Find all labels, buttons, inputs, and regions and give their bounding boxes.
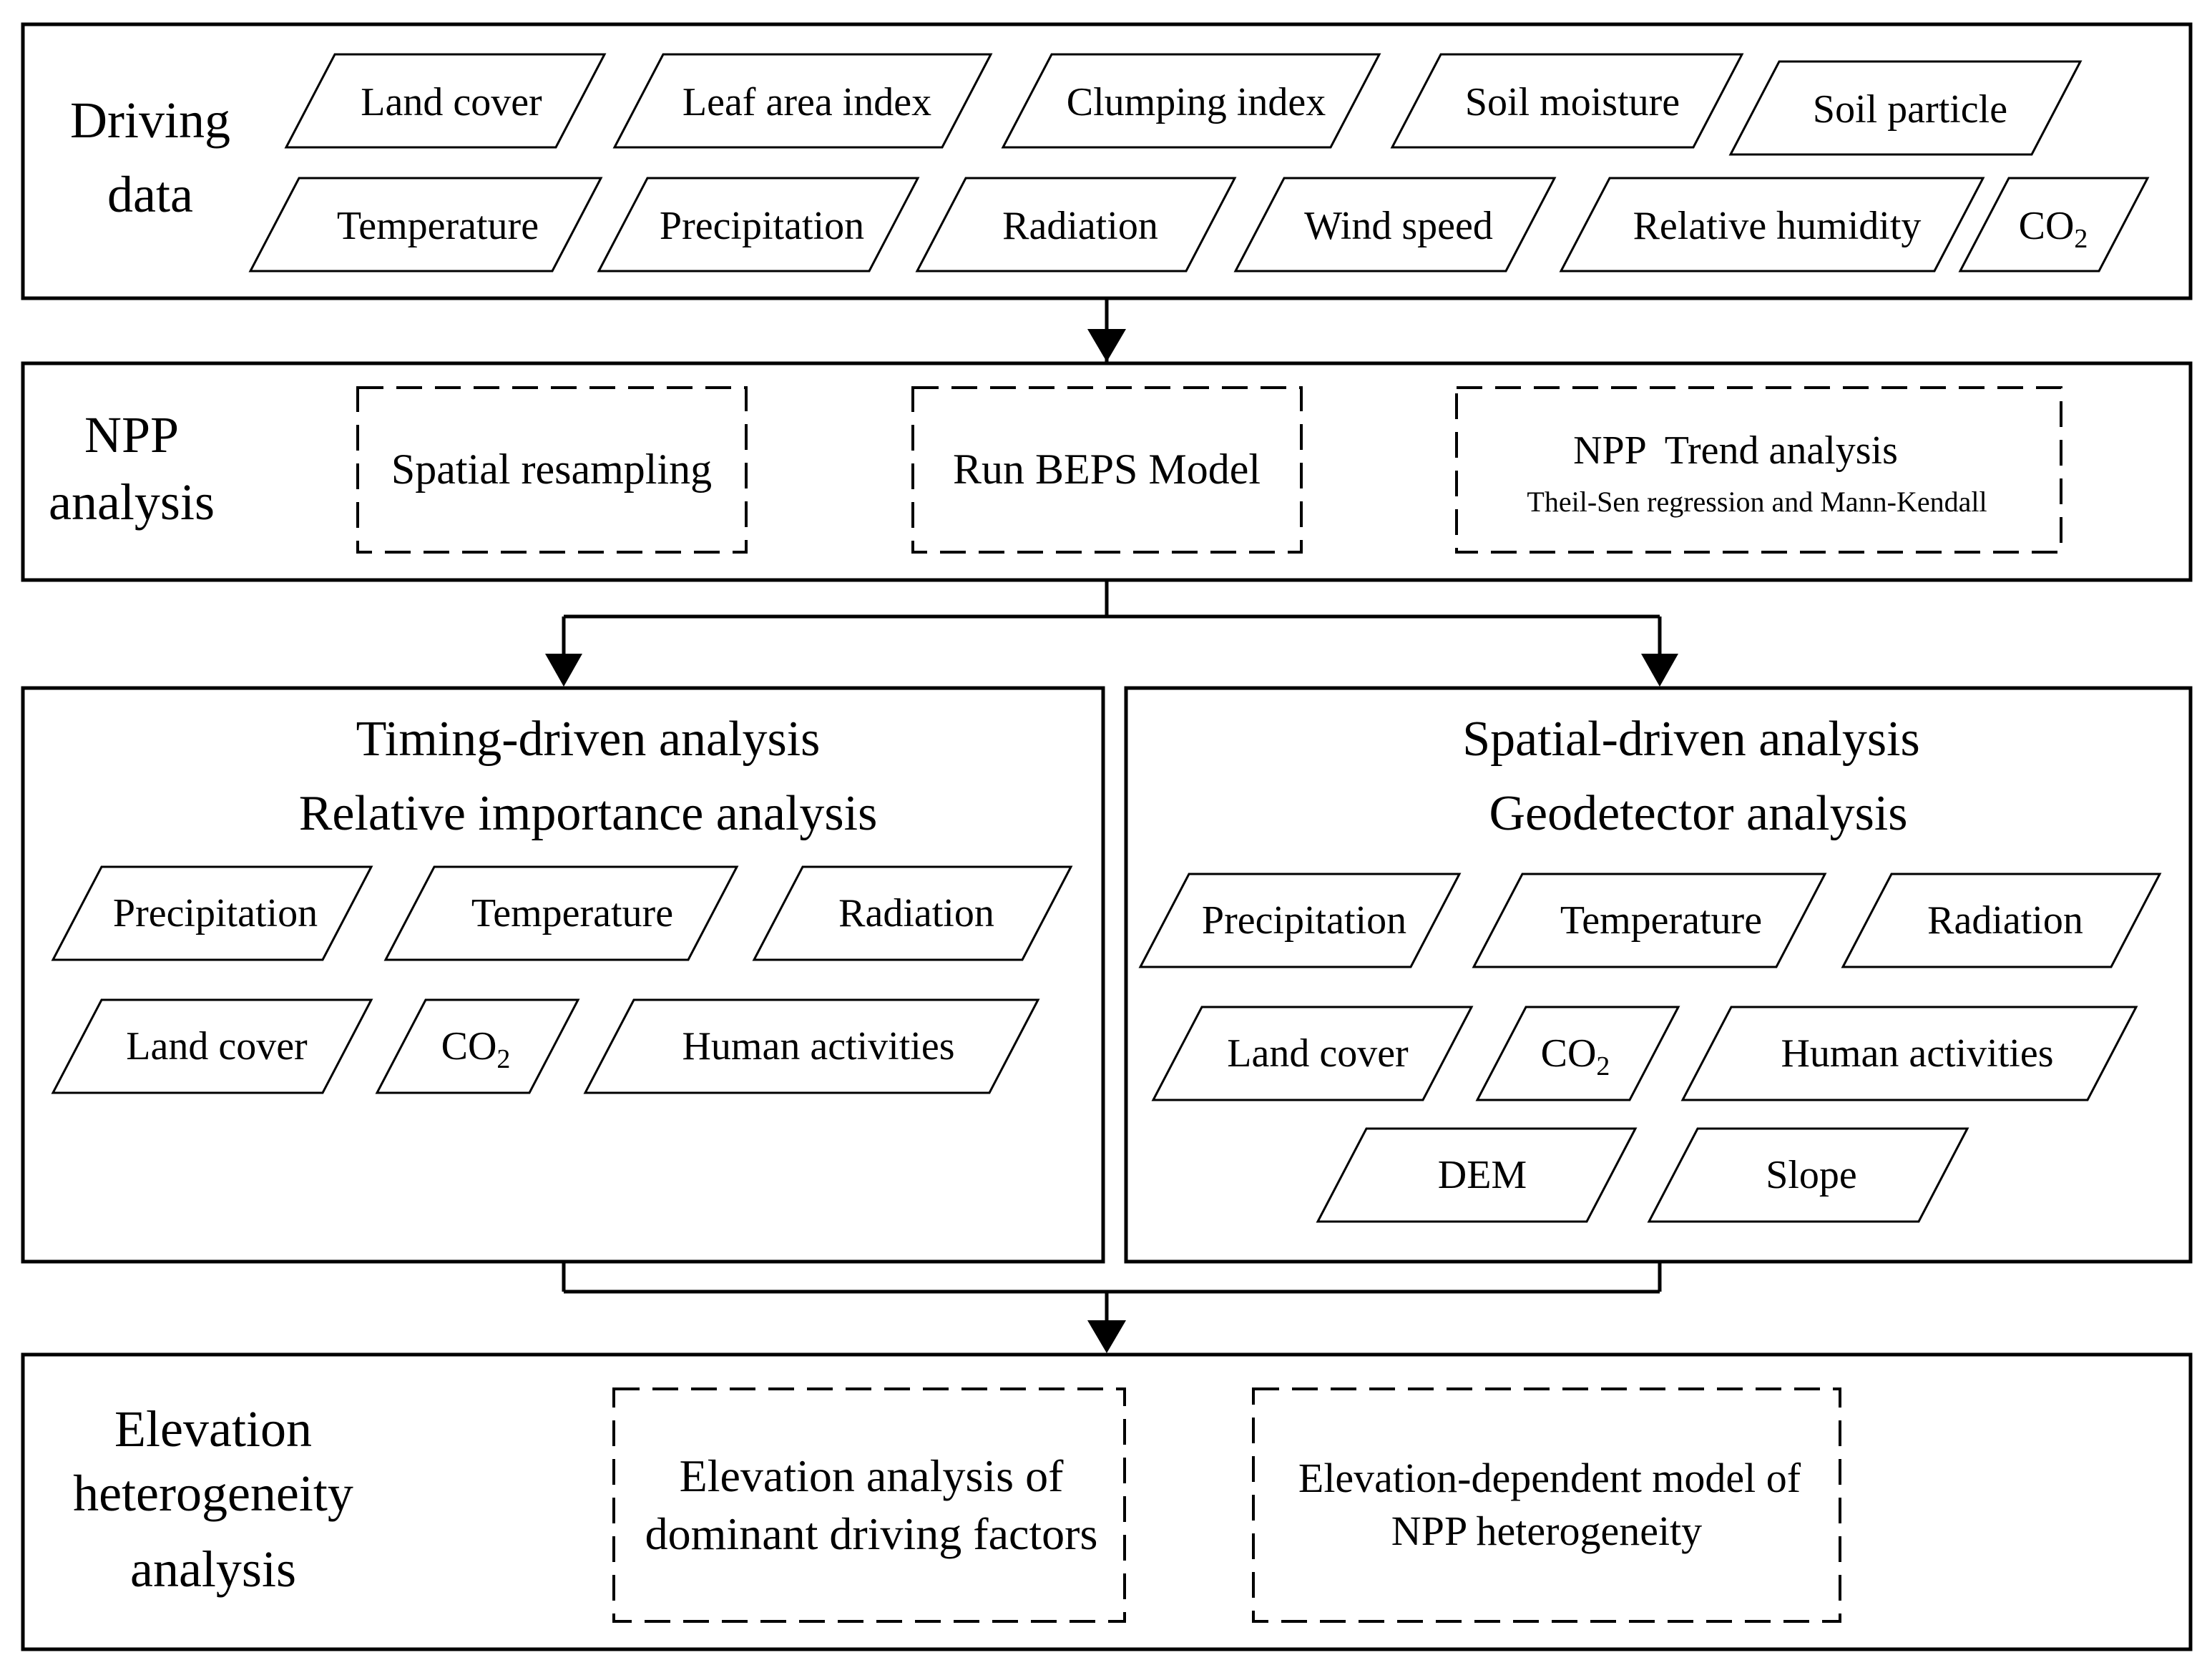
- timing-item-land-cover: Land cover: [51, 998, 373, 1094]
- elevation-title-line1: Elevation: [114, 1400, 312, 1458]
- elevation-title-line3: analysis: [130, 1541, 296, 1598]
- driving-data-section: Driving data Land cover Leaf area index …: [21, 22, 2193, 300]
- driving-item-clumping-index: Clumping index: [1001, 53, 1381, 149]
- driving-item-temperature: Temperature: [248, 177, 603, 272]
- arrowhead-to-elevation: [1087, 1320, 1126, 1353]
- run-beps-model-label: Run BEPS Model: [953, 446, 1261, 493]
- spatial-item-label: Temperature: [1560, 898, 1762, 943]
- elevation-section: Elevation heterogeneity analysis Elevati…: [21, 1352, 2193, 1651]
- npp-analysis-title-line2: analysis: [49, 473, 215, 531]
- timing-item-human-activities: Human activities: [583, 998, 1040, 1094]
- spatial-driven-section: Spatial-driven analysis Geodetector anal…: [1124, 686, 2193, 1264]
- driving-item-wind-speed: Wind speed: [1233, 177, 1557, 272]
- elevation-dominant-factors-line2: dominant driving factors: [645, 1508, 1098, 1559]
- spatial-item-label: Land cover: [1227, 1031, 1409, 1076]
- driving-item-leaf-area-index: Leaf area index: [612, 53, 993, 149]
- spatial-item-precipitation: Precipitation: [1138, 873, 1462, 968]
- arrowhead-to-timing: [545, 654, 582, 687]
- timing-item-precipitation: Precipitation: [51, 865, 373, 961]
- spatial-item-label: Precipitation: [1202, 898, 1406, 943]
- spatial-resampling-box: Spatial resampling: [356, 386, 748, 554]
- spatial-item-label: Slope: [1766, 1153, 1857, 1197]
- elevation-title-line2: heterogeneity: [73, 1465, 353, 1522]
- spatial-item-dem: DEM: [1316, 1127, 1638, 1223]
- spatial-item-land-cover: Land cover: [1151, 1006, 1474, 1101]
- driving-item-label: Wind speed: [1304, 204, 1493, 248]
- spatial-item-label: Human activities: [1781, 1031, 2053, 1076]
- arrowhead-to-spatial: [1641, 654, 1678, 687]
- driving-item-co2: CO2: [1958, 177, 2150, 272]
- timing-item-radiation: Radiation: [752, 865, 1073, 961]
- driving-item-label: Land cover: [361, 80, 542, 124]
- spatial-item-human-activities: Human activities: [1680, 1006, 2138, 1101]
- co2-label: CO2: [2019, 204, 2088, 254]
- driving-item-relative-humidity: Relative humidity: [1559, 177, 1985, 272]
- timing-item-temperature: Temperature: [383, 865, 739, 961]
- driving-item-label: Soil particle: [1813, 87, 2007, 132]
- driving-data-title-line1: Driving: [70, 92, 230, 149]
- driving-data-title-line2: data: [107, 166, 193, 223]
- elevation-frame: [21, 1352, 2193, 1651]
- timing-driven-section: Timing-driven analysis Relative importan…: [21, 686, 1105, 1264]
- driving-item-soil-particle: Soil particle: [1728, 60, 2083, 156]
- co2-label: CO2: [441, 1024, 511, 1074]
- elevation-dominant-factors-box: Elevation analysis of dominant driving f…: [612, 1387, 1126, 1623]
- driving-item-label: Soil moisture: [1465, 80, 1680, 124]
- spatial-item-slope: Slope: [1647, 1127, 1969, 1223]
- spatial-item-radiation: Radiation: [1841, 873, 2162, 968]
- timing-item-label: Precipitation: [113, 891, 318, 935]
- driving-item-label: Relative humidity: [1633, 204, 1922, 248]
- arrowhead-driving-to-npp: [1087, 329, 1126, 362]
- driving-item-radiation: Radiation: [915, 177, 1237, 272]
- timing-item-label: Land cover: [126, 1024, 308, 1069]
- relative-importance-title: Relative importance analysis: [299, 786, 878, 841]
- geodetector-title: Geodetector analysis: [1489, 786, 1907, 841]
- npp-trend-analysis-box: NPP Trend analysis Theil-Sen regression …: [1455, 386, 2062, 554]
- npp-trend-method-label: Theil-Sen regression and Mann-Kendall: [1527, 486, 1987, 518]
- driving-item-soil-moisture: Soil moisture: [1390, 53, 1744, 149]
- timing-item-label: Human activities: [682, 1024, 954, 1069]
- spatial-item-co2: CO2: [1475, 1006, 1680, 1101]
- spatial-item-label: Radiation: [1927, 898, 2083, 943]
- driving-item-land-cover: Land cover: [284, 53, 607, 149]
- npp-analysis-title-line1: NPP: [84, 406, 179, 463]
- driving-item-label: Clumping index: [1067, 80, 1326, 124]
- timing-item-label: Radiation: [838, 891, 994, 935]
- spatial-item-label: DEM: [1438, 1153, 1527, 1197]
- driving-item-precipitation: Precipitation: [597, 177, 920, 272]
- driving-item-label: Temperature: [337, 204, 539, 248]
- co2-label: CO2: [1541, 1031, 1610, 1081]
- timing-driven-title: Timing-driven analysis: [356, 712, 821, 767]
- elevation-dependent-model-line2: NPP heterogeneity: [1391, 1508, 1702, 1554]
- spatial-resampling-label: Spatial resampling: [391, 446, 712, 493]
- run-beps-model-box: Run BEPS Model: [911, 386, 1303, 554]
- driving-item-label: Precipitation: [660, 204, 864, 248]
- elevation-dependent-model-box: Elevation-dependent model of NPP heterog…: [1252, 1387, 1841, 1623]
- spatial-driven-title: Spatial-driven analysis: [1462, 712, 1920, 767]
- timing-item-label: Temperature: [471, 891, 673, 935]
- elevation-dependent-model-line1: Elevation-dependent model of: [1298, 1455, 1801, 1501]
- npp-analysis-section: NPP analysis Spatial resampling Run BEPS…: [21, 361, 2193, 582]
- timing-item-co2: CO2: [375, 998, 580, 1094]
- driving-item-label: Radiation: [1002, 204, 1158, 248]
- elevation-dominant-factors-line1: Elevation analysis of: [680, 1450, 1064, 1501]
- timing-driven-frame: [21, 686, 1105, 1264]
- npp-trend-analysis-label: NPP Trend analysis: [1573, 428, 1898, 473]
- spatial-driven-frame: [1124, 686, 2193, 1264]
- spatial-item-temperature: Temperature: [1472, 873, 1827, 968]
- driving-item-label: Leaf area index: [682, 80, 931, 124]
